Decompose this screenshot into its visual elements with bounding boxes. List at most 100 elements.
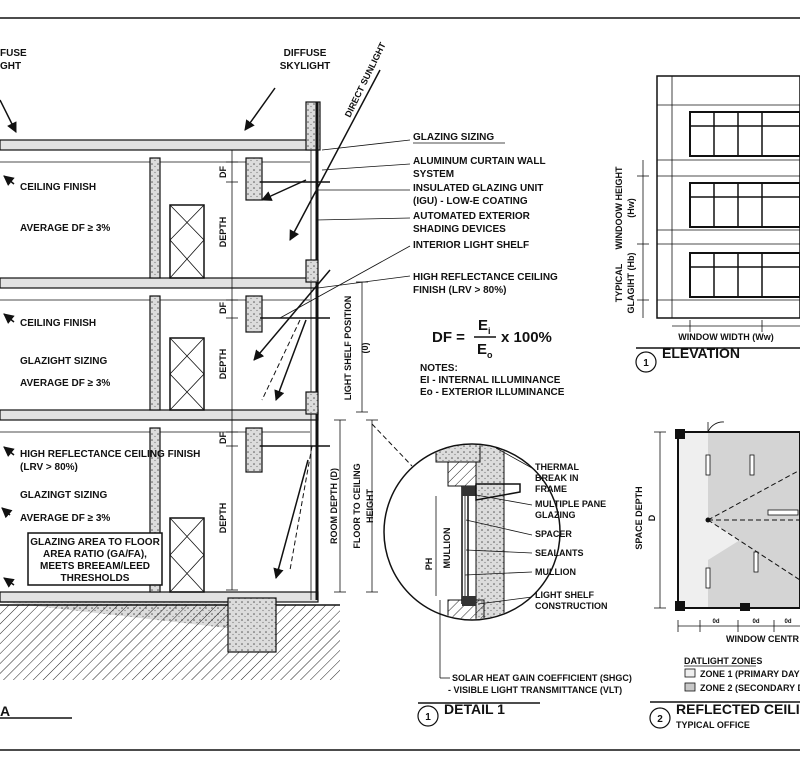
zone2-label: ZONE 2 (SECONDARY DA [700,683,800,693]
beam-3 [245,427,263,473]
detail-vlt: - VISIBLE LIGHT TRANSMITTANCE (VLT) [448,685,622,695]
formula-numerator: E [478,317,488,334]
glazing-sizing-2: GLAZIGHT SIZING [20,356,107,367]
spandrel-1 [305,259,319,283]
glagiht-label: GLAGIHT (Hb) [626,253,636,314]
df-label-1: DF [218,166,228,178]
spandrel-2 [305,391,319,415]
daylight-factor-formula: DF = E i E o x 100% [432,317,552,360]
formula-lhs: DF = [432,329,465,346]
sky-left-2: GHT [0,61,21,72]
zones-heading: DATLIGHT ZONES [684,656,762,666]
window-centre-label: WINDOW CENTR / [726,634,800,644]
average-df-3: AVERAGE DF ≥ 3% [20,513,110,524]
detail-sealants: SEALANTS [535,548,584,558]
floor-slab-2 [0,277,319,289]
direct-sunlight-label: DIRECT SUNLIGHT [343,40,388,119]
space-depth-label: SPACE DEPTH [634,486,644,549]
formula-numerator-sub: i [488,326,491,336]
diffuse-skylight-2: SKYLIGHT [280,61,331,72]
direct-sun-ray-1 [289,69,381,241]
callout-high-reflectance-1: HIGH REFLECTANCE CEILING [413,272,558,283]
ratio-line-3: MEETS BREEAM/LEED [40,561,150,572]
detail-shgc: SOLAR HEAT GAIN COEFFICIENT (SHGC) [452,673,632,683]
detail-title: DETAIL 1 [444,701,505,717]
ratio-line-4: THRESHOLDS [61,573,130,584]
rcp-dim-3: 0d [784,619,791,625]
typical-label: TYPICAL [614,263,624,302]
detail-mullion: MULLION [535,567,576,577]
zone1-swatch [684,668,696,678]
floor-to-ceiling-label: FLOOR TO CEILING [352,463,362,548]
rcp-zone-2 [708,432,800,608]
zone2-swatch [684,682,696,692]
notes-line-2: Eo - EXTERIOR ILLUMINANCE [420,387,565,398]
sky-left-1: FUSE [0,48,27,59]
elevation-title: ELEVATION [662,345,740,361]
reflected-ceiling-plan: SPACE DEPTH D 0d 0d 0d WINDOW CENTR / DA… [634,421,800,730]
ceiling-finish-1: CEILING FINISH [20,182,96,193]
detail-ph-label: PH [424,558,434,571]
elevation-window-2 [689,182,800,228]
rcp-dim-1: 0d [712,619,719,625]
average-df-2: AVERAGE DF ≥ 3% [20,378,110,389]
beam-1 [245,157,263,201]
room-depth-label: ROOM DEPTH (D) [329,468,339,544]
detail-light-shelf: LIGHT SHELF [535,590,594,600]
door-2 [169,337,205,411]
callout-igu-1: INSULATED GLAZING UNIT [413,183,543,194]
elevation-window-3 [689,252,800,298]
glazing-sizing-3: GLAZINGT SIZING [20,490,107,501]
building-section: DF DEPTH DF DEPTH DF DEPTH LIGHT SHELF P… [0,40,388,719]
diffuse-sky-arrow-left [0,99,17,133]
detail-thermal-1: THERMAL [535,462,579,472]
elevation-drawing: WINDOOW HEIGHT (Hw) TYPICAL GLAGIHT (Hb)… [614,75,800,373]
space-depth-d: D [647,514,657,521]
formula-denominator: E [477,341,487,358]
callout-glazing-sizing: GLAZING SIZING [413,132,494,143]
ground-hatch [0,605,340,680]
elevation-number: 1 [643,358,649,369]
rcp-title: REFLECTED CEILIN [676,701,800,717]
rcp-dim-2: 0d [752,619,759,625]
df-label-3: DF [218,432,228,444]
section-title-fragment: A [0,703,10,719]
rcp-subtitle: TYPICAL OFFICE [676,720,750,730]
callout-shading-2: SHADING DEVICES [413,224,506,235]
formula-denominator-sub: o [487,350,493,360]
elevation-window-1 [689,111,800,157]
detail-number: 1 [425,712,431,723]
notes-heading: NOTES: [420,363,458,374]
depth-label-3: DEPTH [218,503,228,534]
ratio-line-1: GLAZING AREA TO FLOOR [30,537,160,548]
floor-slab-3 [0,409,319,421]
ratio-box: GLAZING AREA TO FLOOR AREA RATIO (GA/FA)… [27,532,163,586]
roof-slab [0,139,319,151]
beam-2 [245,295,263,333]
callout-high-reflectance-2: FINISH (LRV > 80%) [413,285,506,296]
rcp-number: 2 [657,714,663,725]
callout-curtain-wall-2: SYSTEM [413,169,454,180]
detail-mullion-vertical: MULLION [442,528,452,569]
detail-construction: CONSTRUCTION [535,601,608,611]
formula-rhs: x 100% [501,329,552,346]
column-1 [149,157,161,279]
df-label-2: DF [218,302,228,314]
callout-curtain-wall-1: ALUMINUM CURTAIN WALL [413,156,546,167]
door-1 [169,204,205,279]
detail-thermal-2: BREAK IN [535,473,579,483]
callout-light-shelf: INTERIOR LIGHT SHELF [413,240,529,251]
depth-label-2: DEPTH [218,349,228,380]
door-3 [169,517,205,593]
window-height-label: WINDOOW HEIGHT [614,166,624,249]
notes-line-1: EI - INTERNAL ILLUMINANCE [420,375,561,386]
diffuse-skylight-1: DIFFUSE [284,48,327,59]
notes: NOTES: EI - INTERNAL ILLUMINANCE Eo - EX… [420,363,565,398]
column-2 [149,295,161,411]
diffuse-sky-arrow [244,87,276,131]
column-3 [149,427,161,593]
callout-list: GLAZING SIZING ALUMINUM CURTAIN WALL SYS… [279,132,558,319]
depth-label-1: DEPTH [218,217,228,248]
window-width-label: WINDOW WIDTH (Ww) [678,332,773,342]
ceiling-finish-2: CEILING FINISH [20,318,96,329]
